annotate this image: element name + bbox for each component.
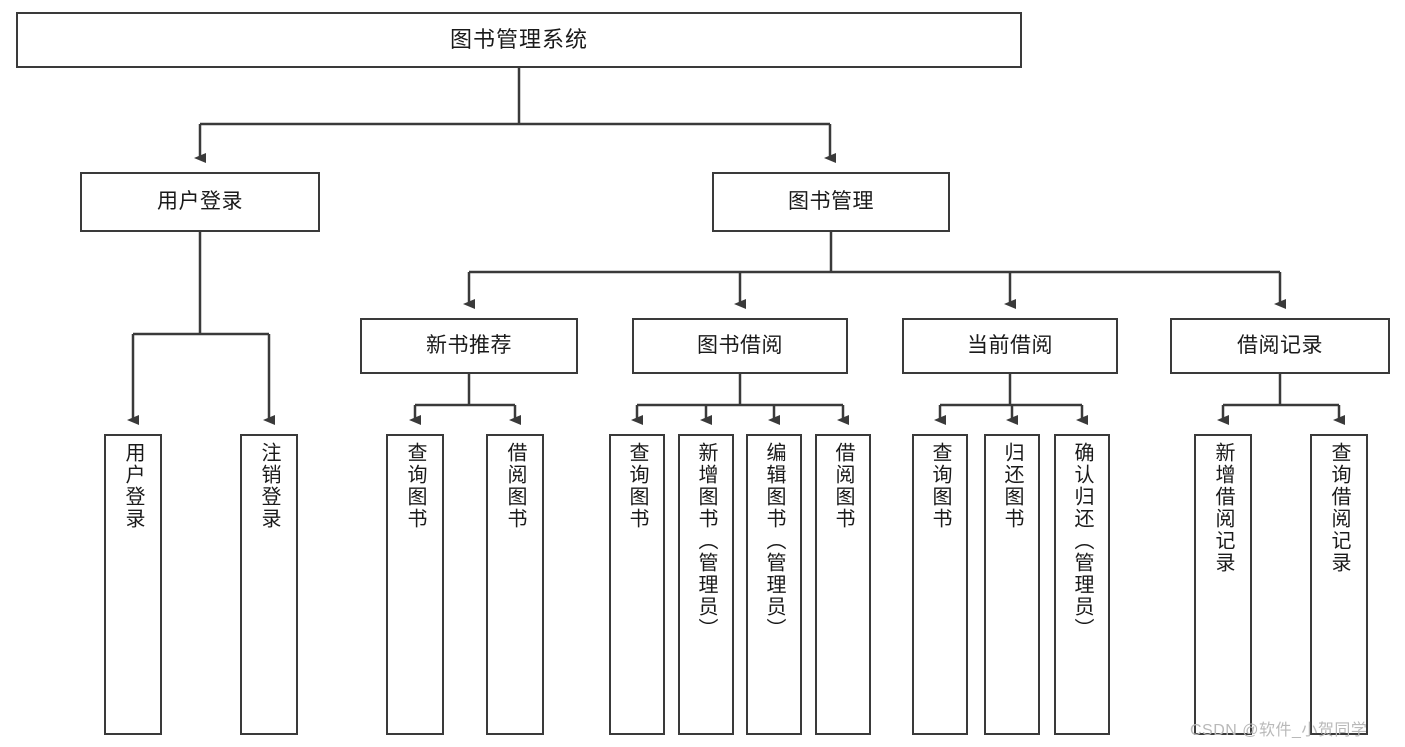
node-leaf-query-record-label: 查询借阅记录 <box>1328 442 1350 574</box>
node-leaf-edit-book-label: 编辑图书（管理员） <box>763 442 785 640</box>
node-leaf-borrow-book-2-label: 借阅图书 <box>832 442 854 530</box>
node-book-borrow-label: 图书借阅 <box>697 333 783 357</box>
node-user-login[interactable]: 用户登录 <box>80 172 320 232</box>
node-leaf-borrow-book-2[interactable]: 借阅图书 <box>815 434 871 735</box>
node-leaf-logout[interactable]: 注销登录 <box>240 434 298 735</box>
node-current-borrow[interactable]: 当前借阅 <box>902 318 1118 374</box>
node-leaf-return-book[interactable]: 归还图书 <box>984 434 1040 735</box>
node-leaf-query-book-1[interactable]: 查询图书 <box>386 434 444 735</box>
node-leaf-add-record-label: 新增借阅记录 <box>1212 442 1234 574</box>
node-leaf-add-book[interactable]: 新增图书（管理员） <box>678 434 734 735</box>
node-leaf-query-book-2[interactable]: 查询图书 <box>609 434 665 735</box>
node-leaf-user-login[interactable]: 用户登录 <box>104 434 162 735</box>
node-book-manage[interactable]: 图书管理 <box>712 172 950 232</box>
node-new-book-rec[interactable]: 新书推荐 <box>360 318 578 374</box>
node-leaf-query-book-3-label: 查询图书 <box>929 442 951 530</box>
node-borrow-record-label: 借阅记录 <box>1237 333 1323 357</box>
node-leaf-logout-label: 注销登录 <box>258 442 280 530</box>
node-new-book-rec-label: 新书推荐 <box>426 333 512 357</box>
node-leaf-edit-book[interactable]: 编辑图书（管理员） <box>746 434 802 735</box>
node-book-borrow[interactable]: 图书借阅 <box>632 318 848 374</box>
node-leaf-return-book-label: 归还图书 <box>1001 442 1023 530</box>
node-leaf-confirm-return-label: 确认归还（管理员） <box>1071 442 1093 640</box>
node-leaf-query-book-2-label: 查询图书 <box>626 442 648 530</box>
node-book-manage-label: 图书管理 <box>788 189 874 213</box>
node-leaf-query-book-3[interactable]: 查询图书 <box>912 434 968 735</box>
node-leaf-borrow-book-1-label: 借阅图书 <box>504 442 526 530</box>
node-leaf-confirm-return[interactable]: 确认归还（管理员） <box>1054 434 1110 735</box>
node-leaf-borrow-book-1[interactable]: 借阅图书 <box>486 434 544 735</box>
node-leaf-query-book-1-label: 查询图书 <box>404 442 426 530</box>
node-user-login-label: 用户登录 <box>157 189 243 213</box>
node-leaf-add-record[interactable]: 新增借阅记录 <box>1194 434 1252 735</box>
node-leaf-query-record[interactable]: 查询借阅记录 <box>1310 434 1368 735</box>
node-root-label: 图书管理系统 <box>449 27 588 53</box>
watermark: CSDN @软件_小贺同学 <box>1190 722 1368 739</box>
node-root[interactable]: 图书管理系统 <box>16 12 1022 68</box>
node-leaf-add-book-label: 新增图书（管理员） <box>695 442 717 640</box>
node-leaf-user-login-label: 用户登录 <box>122 442 144 530</box>
node-borrow-record[interactable]: 借阅记录 <box>1170 318 1390 374</box>
node-current-borrow-label: 当前借阅 <box>967 333 1053 357</box>
